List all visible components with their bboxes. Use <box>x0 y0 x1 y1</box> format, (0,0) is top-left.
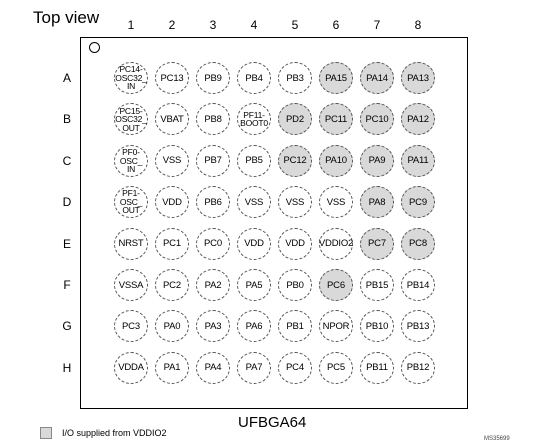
ball-g8: PB13 <box>401 310 435 343</box>
ball-f5: PB0 <box>278 269 312 301</box>
ball-h8: PB12 <box>401 351 435 384</box>
ball-h4: PA7 <box>237 351 271 384</box>
ball-b5: PD2 <box>278 103 312 136</box>
ball-f3: PA2 <box>196 269 230 301</box>
ball-b3: PB8 <box>196 103 230 136</box>
ball-c2: VSS <box>155 144 189 177</box>
ball-e2: PC1 <box>155 227 189 260</box>
column-label-8: 8 <box>414 18 422 32</box>
ball-d2: VDD <box>155 186 189 219</box>
package-name: UFBGA64 <box>238 414 307 431</box>
ball-a1: PC14- OSC32_ IN <box>114 62 148 94</box>
column-label-7: 7 <box>373 18 381 32</box>
ball-e3: PC0 <box>196 227 230 260</box>
ball-g7: PB10 <box>360 310 394 343</box>
ball-f1: VSSA <box>114 269 148 301</box>
ball-e6: VDDIO2 <box>319 227 353 260</box>
ball-e8: PC8 <box>401 227 435 260</box>
ball-a6: PA15 <box>319 62 353 94</box>
column-label-3: 3 <box>209 18 217 32</box>
reference-code: MS35699 <box>484 436 510 442</box>
column-label-1: 1 <box>127 18 135 32</box>
ball-f7: PB15 <box>360 269 394 301</box>
ball-h7: PB11 <box>360 351 394 384</box>
ball-b6: PC11 <box>319 103 353 136</box>
ball-d1: PF1- OSC_ OUT <box>114 186 148 219</box>
ball-c6: PA10 <box>319 144 353 177</box>
column-label-4: 4 <box>250 18 258 32</box>
ball-c1: PF0- OSC_ IN <box>114 144 148 177</box>
row-label-d: D <box>62 195 72 210</box>
ball-b4: PF11- BOOT0 <box>237 103 271 136</box>
ball-f8: PB14 <box>401 269 435 301</box>
ball-a8: PA13 <box>401 62 435 94</box>
ball-f6: PC6 <box>319 269 353 301</box>
ball-c4: PB5 <box>237 144 271 177</box>
ball-b2: VBAT <box>155 103 189 136</box>
ball-h5: PC4 <box>278 351 312 384</box>
ball-b7: PC10 <box>360 103 394 136</box>
ball-h3: PA4 <box>196 351 230 384</box>
ball-f2: PC2 <box>155 269 189 301</box>
column-label-2: 2 <box>168 18 176 32</box>
ball-g6: NPOR <box>319 310 353 343</box>
ball-b8: PA12 <box>401 103 435 136</box>
ball-d7: PA8 <box>360 186 394 219</box>
ball-h6: PC5 <box>319 351 353 384</box>
ball-e5: VDD <box>278 227 312 260</box>
ball-h1: VDDA <box>114 351 148 384</box>
ball-d5: VSS <box>278 186 312 219</box>
ball-e1: NRST <box>114 227 148 260</box>
ball-h2: PA1 <box>155 351 189 384</box>
ball-g4: PA6 <box>237 310 271 343</box>
ball-c8: PA11 <box>401 144 435 177</box>
column-label-5: 5 <box>291 18 299 32</box>
column-label-6: 6 <box>332 18 340 32</box>
ball-d4: VSS <box>237 186 271 219</box>
ball-b1: PC15- OSC32_ OUT <box>114 103 148 136</box>
diagram-title: Top view <box>33 8 100 27</box>
ball-a7: PA14 <box>360 62 394 94</box>
ball-a2: PC13 <box>155 62 189 94</box>
ball-a4: PB4 <box>237 62 271 94</box>
ball-e7: PC7 <box>360 227 394 260</box>
pin1-marker-icon <box>89 42 100 53</box>
ball-c5: PC12 <box>278 144 312 177</box>
ball-d6: VSS <box>319 186 353 219</box>
row-label-g: G <box>62 319 72 334</box>
ball-d8: PC9 <box>401 186 435 219</box>
ball-c3: PB7 <box>196 144 230 177</box>
legend-swatch <box>40 427 52 439</box>
ball-g3: PA3 <box>196 310 230 343</box>
ball-g2: PA0 <box>155 310 189 343</box>
legend-label: I/O supplied from VDDIO2 <box>62 428 167 438</box>
row-label-e: E <box>62 236 71 251</box>
package-outline <box>80 37 468 409</box>
ball-d3: PB6 <box>196 186 230 219</box>
ball-g1: PC3 <box>114 310 148 343</box>
row-label-f: F <box>63 278 71 292</box>
row-label-b: B <box>62 112 71 127</box>
ball-a5: PB3 <box>278 62 312 94</box>
ball-f4: PA5 <box>237 269 271 301</box>
row-label-a: A <box>62 71 71 85</box>
ball-c7: PA9 <box>360 144 394 177</box>
ball-a3: PB9 <box>196 62 230 94</box>
row-label-c: C <box>62 153 72 168</box>
ball-g5: PB1 <box>278 310 312 343</box>
ball-e4: VDD <box>237 227 271 260</box>
row-label-h: H <box>62 360 72 375</box>
